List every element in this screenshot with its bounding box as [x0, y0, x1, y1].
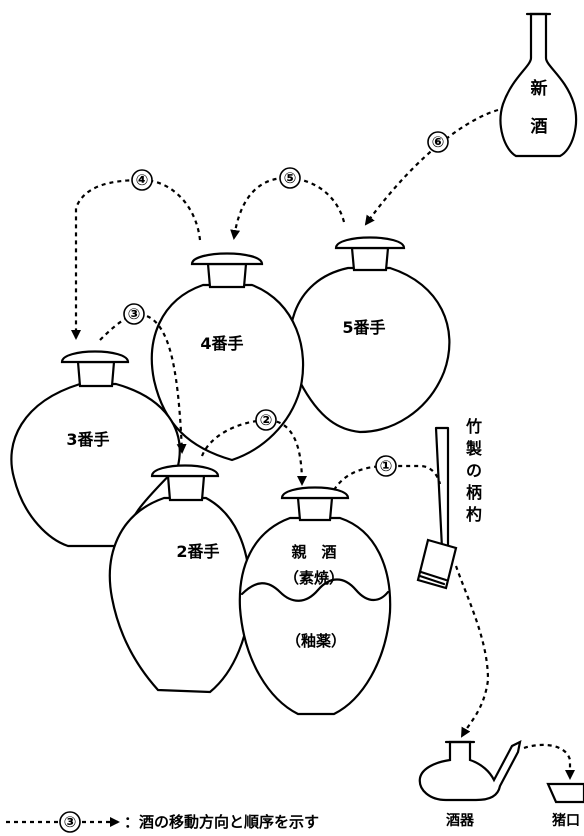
- jar-2-label: 2番手: [176, 542, 219, 561]
- ladle-char-5: 杓: [466, 505, 482, 524]
- choko-cup: 猪口: [548, 784, 584, 829]
- new-sake-bottle: 新 酒: [501, 14, 577, 156]
- legend: ③ ：酒の移動方向と順序を示す: [6, 812, 319, 832]
- arrow-ladle-to-shuki: [456, 566, 488, 736]
- step-2-number: ②: [260, 411, 273, 429]
- unglazed-label: （素焼）: [284, 569, 344, 587]
- step-6-number: ⑥: [432, 133, 445, 151]
- new-sake-char-1: 新: [531, 78, 548, 99]
- new-sake-char-2: 酒: [531, 116, 548, 137]
- shuki-vessel: 酒器: [420, 742, 520, 829]
- shuki-label: 酒器: [446, 813, 475, 829]
- choko-label: 猪口: [551, 812, 580, 829]
- step-1-number: ①: [380, 457, 393, 475]
- ladle-char-1: 竹: [465, 417, 482, 436]
- glazed-label: （釉薬）: [286, 632, 346, 650]
- jar-4-label: 4番手: [200, 334, 243, 353]
- legend-number: ③: [64, 813, 77, 831]
- step-3-number: ③: [128, 305, 141, 323]
- oya-sake-jar: 親 酒 （素焼） （釉薬）: [240, 488, 390, 715]
- arrow-6: [366, 110, 498, 224]
- legend-text: ：酒の移動方向と順序を示す: [124, 813, 319, 831]
- ladle-char-3: の: [466, 461, 482, 480]
- jar-5-label: 5番手: [342, 318, 385, 337]
- step-5-number: ⑤: [284, 169, 297, 187]
- arrow-shuki-to-choko: [524, 745, 570, 778]
- ladle-char-2: 製: [465, 439, 482, 458]
- jar-5: 5番手: [290, 238, 449, 433]
- oya-sake-label: 親 酒: [291, 543, 336, 561]
- jar-3-label: 3番手: [66, 430, 109, 449]
- step-4-number: ④: [136, 171, 149, 189]
- bamboo-ladle: 竹 製 の 柄 杓: [418, 417, 482, 588]
- ladle-char-4: 柄: [466, 483, 482, 502]
